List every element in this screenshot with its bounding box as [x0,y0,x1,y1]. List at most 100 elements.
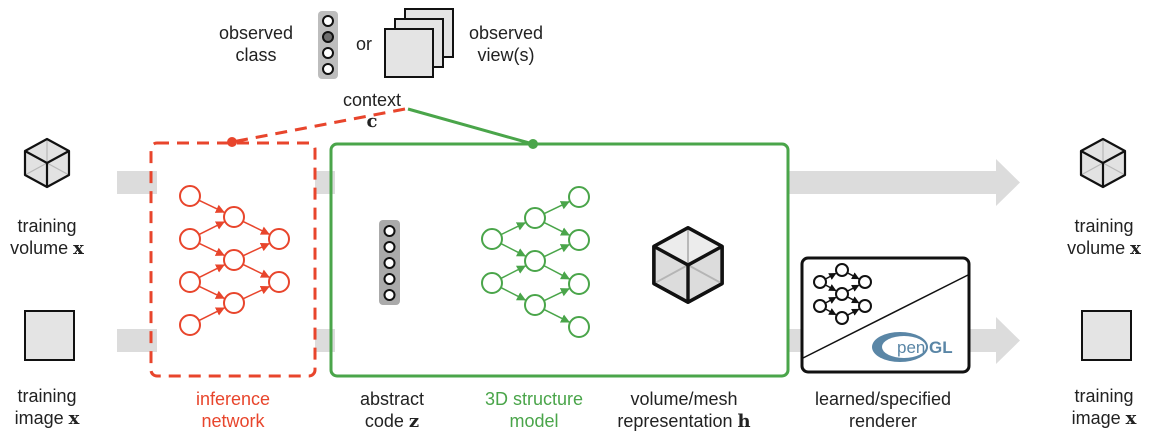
representation-label: volume/mesh representation h [617,388,750,433]
inference-network-box [149,141,317,378]
network-edge [242,220,270,235]
representation-cube-icon [652,226,724,304]
input-image-square-icon [24,310,75,361]
context-label: context c [343,89,401,133]
network-edge [500,265,527,280]
renderer-divider [802,274,969,359]
network-node [524,250,546,272]
context-to-structure-link [407,107,534,146]
network-edge [846,284,860,292]
output-image-line2: image x [1072,407,1137,430]
structure-model-box [329,142,790,378]
network-edge [198,264,225,279]
representation-line1: volume/mesh [630,389,738,409]
network-node [524,207,546,229]
renderer-label-line2: renderer [848,411,918,431]
network-edge [500,222,526,236]
network-edge [500,242,527,257]
output-volume-line2: volume x [1067,237,1141,260]
output-image-label: training image x [1072,385,1137,430]
network-node [524,294,546,316]
network-node [568,316,590,338]
observed-class-icon [318,11,338,79]
opengl-logo-text-a: pen [897,338,925,357]
input-image-line1: training [17,386,77,406]
output-image-line1: training [1074,386,1134,406]
observed-class-label: observed class [219,22,293,66]
network-edge [242,285,270,300]
context-label-text: context [342,90,402,110]
network-edge [543,308,570,323]
network-edge [543,221,570,236]
inference-network-label-line2: network [201,411,265,431]
input-volume-word: volume [10,238,69,258]
input-volume-cube-icon [23,137,71,189]
network-edge [846,272,860,280]
network-node [813,275,827,289]
network-edge [824,296,837,304]
renderer-label-line1: learned/specified [814,389,952,409]
abstract-code-word: code [364,411,404,431]
input-image-symbol: x [68,408,80,429]
network-node [858,275,872,289]
abstract-code-label: abstract code z [360,388,424,433]
network-node [568,229,590,251]
output-volume-line1: training [1074,216,1134,236]
observed-views-label-line1: observed [468,23,544,43]
context-symbol: c [366,111,378,132]
input-image-line2: image x [15,407,80,430]
structure-model-label: 3D structure model [485,388,583,432]
network-edge [242,263,270,278]
network-node [268,271,290,293]
inference-network-graph [179,185,290,336]
network-edge [198,199,225,213]
abstract-code-line1: abstract [359,389,425,409]
input-volume-line2: volume x [10,237,84,260]
network-node [835,263,849,277]
output-volume-cube-icon [1079,137,1127,189]
learned-renderer-graph [813,263,872,325]
opengl-logo-text-b: GL [929,338,953,357]
network-edge [846,296,860,304]
output-image-square-icon [1081,310,1132,361]
input-volume-symbol: x [73,238,84,259]
network-edge [198,285,225,299]
network-edge [824,284,837,292]
observed-class-label-line1: observed [218,23,294,43]
renderer-label: learned/specified renderer [815,388,951,432]
network-node [481,228,503,250]
network-edge [543,244,570,258]
representation-word: representation [617,411,733,431]
network-node [813,299,827,313]
network-node [481,272,503,294]
network-node [568,273,590,295]
output-volume-word: volume [1067,238,1126,258]
abstract-code-icon [379,220,400,305]
bottom-flow-arrow [965,317,1020,364]
input-volume-label: training volume x [10,215,84,260]
observed-class-label-line2: class [235,45,277,65]
abstract-code-symbol: z [408,411,420,432]
inference-network-label: inference network [196,388,270,432]
structure-model-label-line1: 3D structure [484,389,584,409]
representation-line2: representation h [617,410,750,433]
observed-views-label-line2: view(s) [477,45,535,65]
network-node [858,299,872,313]
network-edge [198,242,225,256]
top-flow-arrow [788,159,1020,206]
network-node [835,311,849,325]
network-node [179,185,201,207]
inference-network-label-line1: inference [195,389,271,409]
context-to-inference-link [231,107,406,144]
network-edge [543,288,570,302]
network-edge [846,308,860,316]
network-edge [500,286,527,301]
or-label: or [355,34,373,54]
network-node [223,249,245,271]
network-edge [543,264,571,280]
network-node [179,228,201,250]
input-image-label: training image x [15,385,80,430]
network-edge [824,308,837,316]
network-edge [543,201,570,215]
